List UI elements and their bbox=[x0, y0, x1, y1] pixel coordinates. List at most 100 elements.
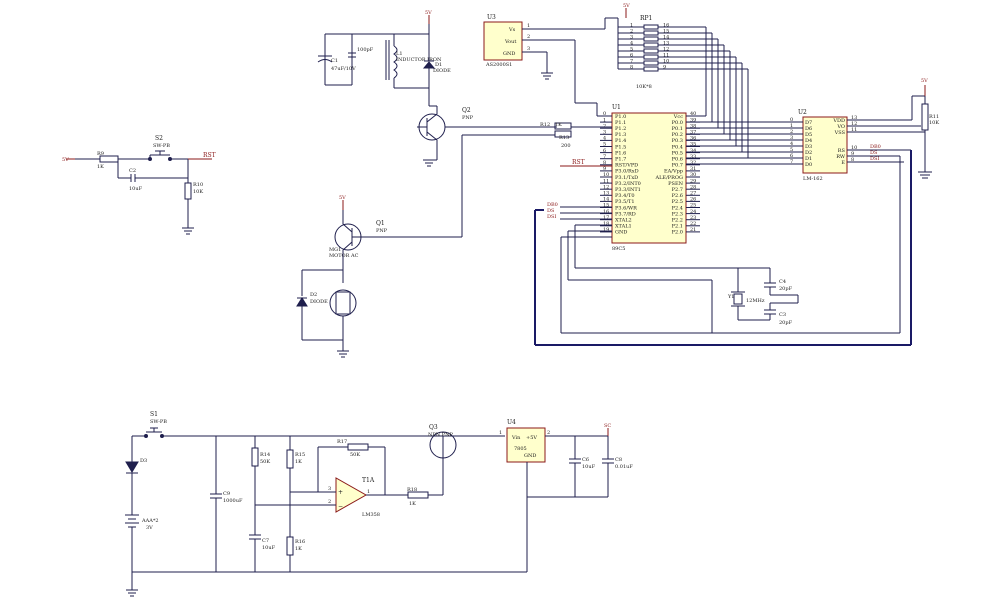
r9-value: 1K bbox=[97, 164, 104, 170]
u2-left-pin-number: 0 bbox=[790, 117, 793, 123]
c1-ref: C1 bbox=[331, 58, 338, 64]
t1-opamp bbox=[335, 477, 368, 513]
r17-resistor bbox=[347, 443, 369, 451]
u4-regulator bbox=[506, 427, 546, 463]
u1-left-pin-name: P3.0/RxD bbox=[615, 169, 639, 175]
lcd-net-dsi: DSI bbox=[870, 156, 879, 162]
t1-ref: T1A bbox=[362, 477, 375, 484]
u1-right-pin-name: P0.5 bbox=[672, 150, 683, 156]
u3-pin-gnd: GND bbox=[503, 51, 515, 57]
u1-right-pin-number: 34 bbox=[690, 148, 696, 154]
r16-ref: R16 bbox=[295, 539, 305, 545]
y1-value: 12MHz bbox=[746, 298, 765, 304]
l1-type: INDUCTOR IRON bbox=[396, 57, 442, 63]
u2-right-pin-name: VDD bbox=[832, 118, 845, 124]
u1-right-pin-number: 23 bbox=[690, 215, 696, 221]
y1-ref: Y1 bbox=[727, 294, 734, 300]
svg-text:−: − bbox=[338, 503, 343, 510]
u2-left-pin-number: 2 bbox=[790, 129, 793, 135]
u3-ref: U3 bbox=[487, 14, 496, 21]
l1-inductor bbox=[393, 45, 398, 79]
batt-ref: AAA*2 bbox=[141, 518, 159, 524]
r17-ref: R17 bbox=[337, 439, 347, 445]
r12-value: 1K bbox=[555, 122, 562, 128]
u2-right-pin-name: RS bbox=[838, 148, 846, 154]
u3-part: AS2000S1 bbox=[485, 62, 512, 68]
r9-ref: R9 bbox=[97, 151, 104, 157]
rp1-resistor bbox=[643, 24, 659, 30]
u1-right-pin-number: 26 bbox=[690, 197, 696, 203]
q3-type: NPN PNP bbox=[428, 432, 453, 438]
u3-num-2: 2 bbox=[527, 34, 530, 40]
s1-ref: S1 bbox=[150, 411, 158, 418]
u1-right-pin-name: P0.1 bbox=[672, 126, 683, 132]
u1-right-pin-name: EA/Vpp bbox=[664, 169, 683, 175]
rp1-resistor bbox=[643, 30, 659, 36]
motor-vcc-label: 5V bbox=[339, 195, 346, 201]
q2-ref: Q2 bbox=[462, 107, 471, 114]
mg1-type: MOTOR AC bbox=[329, 253, 359, 259]
u2-left-pin-name: D2 bbox=[805, 150, 812, 156]
l1-vcc-label: 5V bbox=[425, 10, 432, 16]
c8-value: 0.01uF bbox=[615, 464, 633, 470]
r16-resistor bbox=[286, 536, 294, 556]
u1-right-pin-number: 37 bbox=[690, 130, 696, 136]
u1-net-rst: RST bbox=[572, 159, 585, 166]
u2-part: LM-162 bbox=[803, 176, 823, 182]
u1-right-pin-number: 36 bbox=[690, 136, 696, 142]
u2-left-pin-name: D4 bbox=[805, 138, 812, 144]
r17-value: 50K bbox=[350, 452, 360, 458]
c2-value: 10uF bbox=[129, 186, 143, 192]
rp1-right-number: 15 bbox=[663, 28, 669, 34]
d2-ref: D2 bbox=[310, 292, 317, 298]
u1-left-pin-number: 18 bbox=[603, 221, 609, 227]
u1-left-pin-number: 2 bbox=[603, 123, 606, 129]
mg1-ref: MG1 bbox=[329, 247, 341, 253]
u1-left-pin-name: P1.0 bbox=[615, 114, 626, 120]
u2-right-pin-number: 12 bbox=[851, 121, 857, 127]
svg-text:+: + bbox=[338, 489, 343, 496]
r18-value: 1K bbox=[409, 501, 416, 507]
mg1-motor bbox=[329, 289, 357, 317]
rp1-resistor bbox=[643, 54, 659, 60]
motor-driver: 5V Q1 PNP MG1 MOTOR AC D2 DIODE bbox=[296, 134, 555, 358]
u2-left-pin-number: 5 bbox=[790, 147, 793, 153]
reset-vcc-label: 5V bbox=[62, 157, 69, 163]
r10-value: 10K bbox=[193, 189, 203, 195]
u3-sensor: U3 Vs Vout GND AS2000S1 1 2 3 bbox=[483, 14, 612, 117]
u1-left-pin-number: 17 bbox=[603, 215, 609, 221]
c100-value: 100pF bbox=[357, 47, 374, 53]
rp1-left-number: 6 bbox=[630, 52, 633, 58]
u3-num-3: 3 bbox=[527, 46, 530, 52]
u3-num-1: 1 bbox=[527, 23, 530, 29]
c2-ref: C2 bbox=[129, 168, 136, 174]
r12-resistor bbox=[554, 122, 572, 130]
u1-left-pin-name: P1.7 bbox=[615, 157, 626, 163]
u1-right-pin-number: 39 bbox=[690, 117, 696, 123]
u1-right-pin-name: P0.4 bbox=[672, 144, 683, 150]
q2-driver: Q2 PNP R12 1K R13 200 bbox=[417, 106, 612, 167]
u2-right-pin-name: VSS bbox=[834, 130, 846, 136]
u4-pin-5v: +5V bbox=[526, 435, 537, 441]
u2-left-pin-number: 4 bbox=[790, 141, 793, 147]
u1-ref: U1 bbox=[612, 104, 621, 111]
c8-ref: C8 bbox=[615, 457, 622, 463]
u1-right-pin-number: 40 bbox=[690, 111, 696, 117]
u1-left-pin-number: 8 bbox=[603, 160, 606, 166]
u1-left-pin-number: 3 bbox=[603, 130, 606, 136]
q1-ref: Q1 bbox=[376, 220, 385, 227]
rp1-left-number: 5 bbox=[630, 46, 633, 52]
u1-right-pin-name: P0.0 bbox=[672, 120, 683, 126]
data-bus bbox=[604, 17, 803, 165]
u1-right-pin-name: P2.3 bbox=[672, 211, 683, 217]
u1-right-pin-number: 35 bbox=[690, 142, 696, 148]
u2-left-pin-number: 6 bbox=[790, 153, 793, 159]
rp1-left-number: 1 bbox=[630, 22, 633, 28]
u1-right-pin-name: PSEN bbox=[668, 181, 683, 187]
r11-resistor bbox=[921, 103, 929, 131]
u1-left-pin-number: 10 bbox=[603, 172, 609, 178]
u1-left-pin-number: 6 bbox=[603, 148, 606, 154]
